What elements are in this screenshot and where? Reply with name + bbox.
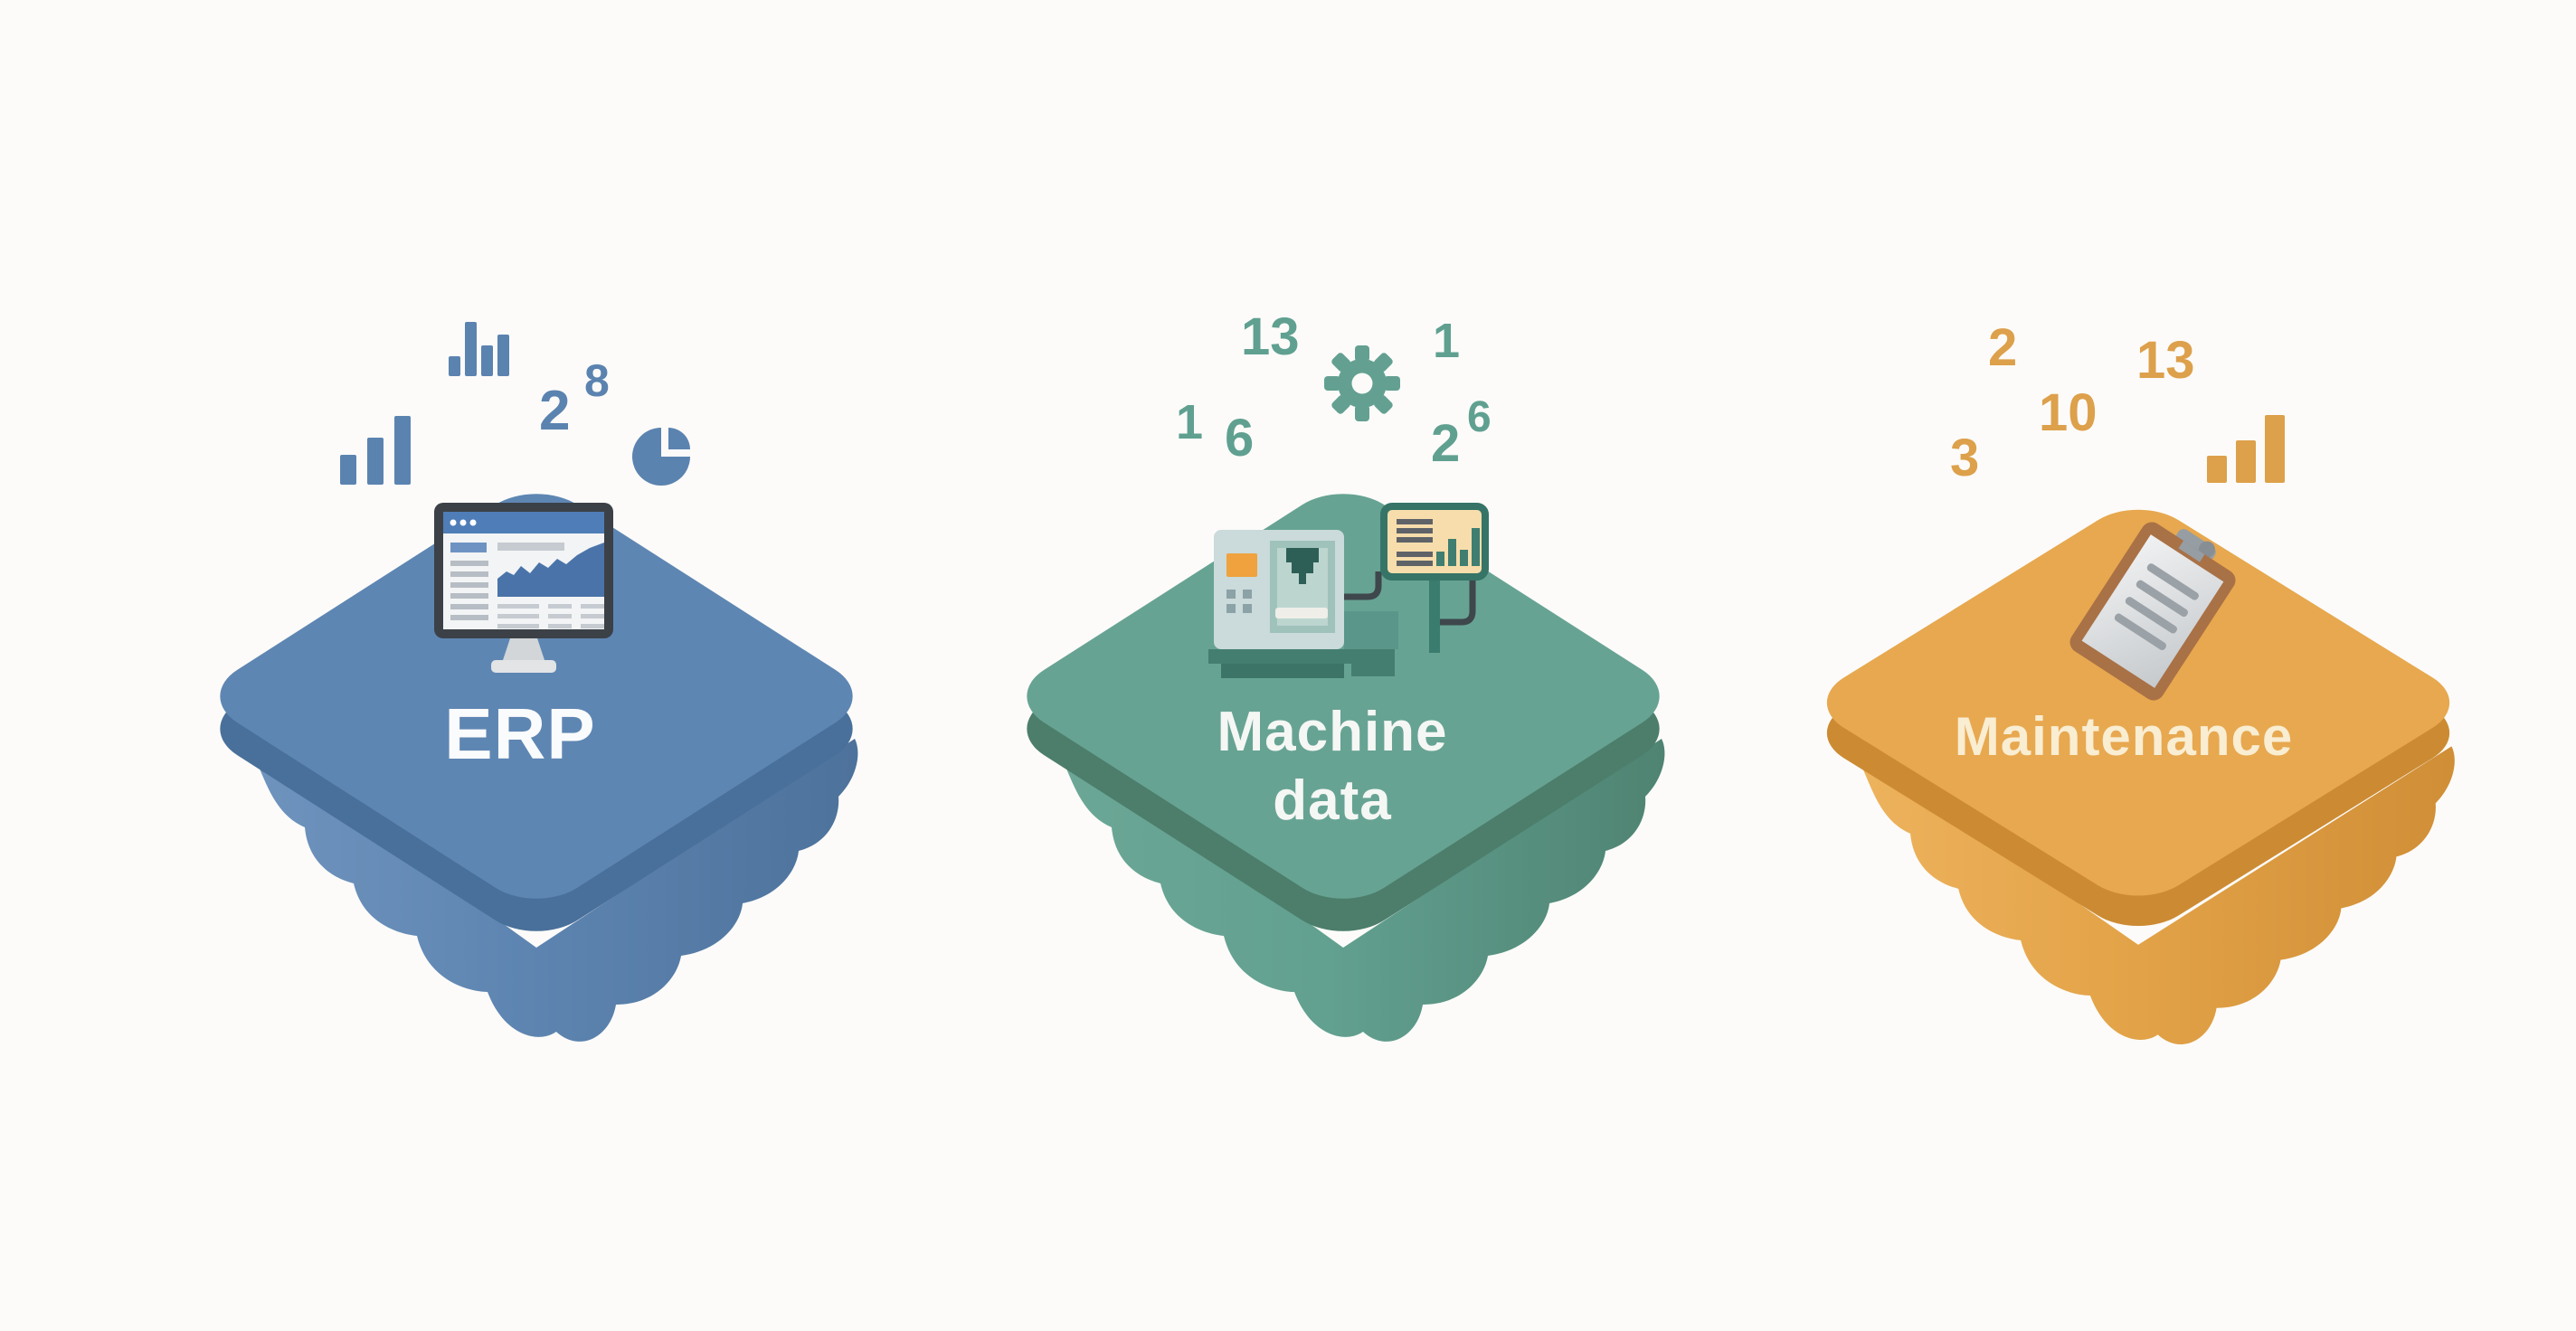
island-label-machine-data: Machine data bbox=[989, 698, 1676, 835]
data-display-icon bbox=[1380, 503, 1489, 581]
island-top-surface bbox=[1826, 509, 2450, 896]
cnc-machine-icon bbox=[1208, 503, 1489, 678]
clipboard-icon bbox=[2069, 522, 2236, 701]
machine-screen bbox=[1226, 553, 1257, 577]
desktop-monitor-dashboard-icon bbox=[434, 503, 613, 673]
floating-number: 6 bbox=[1467, 393, 1492, 441]
cable bbox=[1342, 571, 1382, 600]
floating-number: 10 bbox=[2039, 383, 2098, 442]
island-maintenance bbox=[1826, 509, 2455, 1045]
floating-number: 2 bbox=[1431, 414, 1461, 473]
floating-number: 6 bbox=[1225, 409, 1255, 467]
island-top-surface bbox=[1027, 494, 1660, 899]
island-label-text: Machine data bbox=[1217, 701, 1448, 832]
island-underside bbox=[1850, 744, 2455, 1045]
floating-number: 13 bbox=[1241, 307, 1300, 366]
island-underside bbox=[1050, 737, 1665, 1042]
floating-number: 1 bbox=[1433, 314, 1461, 368]
island-top-surface bbox=[220, 494, 853, 899]
floating-number: 2 bbox=[539, 380, 571, 442]
island-erp bbox=[220, 494, 858, 1042]
floating-number: 13 bbox=[2136, 331, 2195, 390]
island-machine-data bbox=[1027, 494, 1665, 1042]
floating-number: 3 bbox=[1950, 429, 1980, 487]
cable bbox=[1431, 579, 1476, 626]
floating-number: 2 bbox=[1988, 318, 2018, 377]
bar-chart-icon bbox=[449, 322, 509, 376]
island-label-erp: ERP bbox=[444, 694, 596, 774]
island-label-maintenance: Maintenance bbox=[1954, 706, 2294, 767]
pie-chart-icon bbox=[632, 428, 690, 486]
bar-chart-icon bbox=[2207, 415, 2285, 483]
gear-icon bbox=[1324, 345, 1400, 421]
island-underside bbox=[243, 737, 858, 1042]
display-stand bbox=[1429, 577, 1440, 653]
floating-number: 8 bbox=[584, 355, 610, 406]
bar-chart-icon bbox=[340, 416, 411, 485]
floating-number: 1 bbox=[1176, 395, 1204, 449]
